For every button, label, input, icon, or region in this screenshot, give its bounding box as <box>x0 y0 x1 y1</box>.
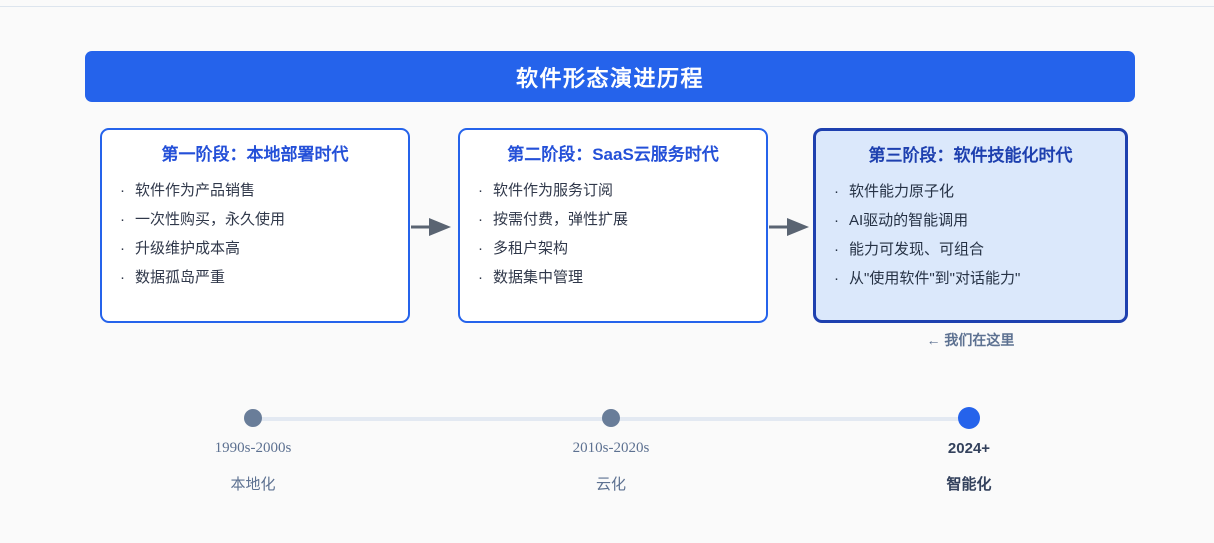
arrow-stage2-to-stage3-icon <box>769 215 813 239</box>
stage-card-1-list: · 软件作为产品销售 · 一次性购买，永久使用 · 升级维护成本高 · 数据孤岛严重 <box>118 176 392 292</box>
arrow-stage1-to-stage2-icon <box>411 215 455 239</box>
timeline-dot-icon <box>244 409 262 427</box>
list-item: · 多租户架构 <box>476 234 750 263</box>
bullet-icon: · <box>120 269 125 286</box>
list-item-text: 多租户架构 <box>493 240 569 257</box>
bullet-icon: · <box>478 269 483 286</box>
list-item: · 软件作为产品销售 <box>118 176 392 205</box>
list-item-text: 能力可发现、可组合 <box>849 241 985 258</box>
timeline-node-3-label: 智能化 <box>946 476 992 493</box>
list-item: · 数据孤岛严重 <box>118 263 392 292</box>
list-item-text: 升级维护成本高 <box>135 240 241 257</box>
bullet-icon: · <box>120 211 125 228</box>
bullet-icon: · <box>120 182 125 199</box>
timeline-node-2-label: 云化 <box>595 476 626 493</box>
page-title: 软件形态演进历程 <box>515 65 704 91</box>
stage-card-3-list: · 软件能力原子化 · AI驱动的智能调用 · 能力可发现、可组合 · 从"使用软件"到… <box>832 177 1109 293</box>
list-item-text: 数据孤岛严重 <box>135 269 226 286</box>
list-item: · 按需付费，弹性扩展 <box>476 205 750 234</box>
timeline-node-3-year: 2024+ <box>947 440 991 457</box>
timeline-node-2-year: 2010s-2020s <box>572 440 650 456</box>
timeline-track <box>253 417 969 421</box>
list-item: · 软件能力原子化 <box>832 177 1109 206</box>
list-item: · 软件作为服务订阅 <box>476 176 750 205</box>
bullet-icon: · <box>834 212 839 229</box>
list-item-text: 按需付费，弹性扩展 <box>493 211 629 228</box>
bullet-icon: · <box>478 182 483 199</box>
bullet-icon: · <box>834 241 839 258</box>
list-item: · 一次性购买，永久使用 <box>118 205 392 234</box>
list-item-text: 一次性购买，永久使用 <box>135 211 286 228</box>
current-stage-caption: ← 我们在这里 <box>926 332 1015 348</box>
bullet-icon: · <box>120 240 125 257</box>
list-item-text: AI驱动的智能调用 <box>849 212 969 229</box>
stage-card-3[interactable]: 第三阶段：软件技能化时代 · 软件能力原子化 · AI驱动的智能调用 · 能力可发现、… <box>813 128 1128 323</box>
stage-card-2-list: · 软件作为服务订阅 · 按需付费，弹性扩展 · 多租户架构 · 数据集中管理 <box>476 176 750 292</box>
stage-card-3-title: 第三阶段：软件技能化时代 <box>868 146 1073 165</box>
list-item-text: 从"使用软件"到"对话能力" <box>849 270 1021 287</box>
page-title-banner: 软件形态演进历程 <box>85 51 1135 102</box>
timeline-node-1-label: 本地化 <box>230 476 276 493</box>
page-top-divider <box>0 6 1214 7</box>
stage-card-2-title: 第二阶段：SaaS云服务时代 <box>507 145 719 164</box>
bullet-icon: · <box>478 240 483 257</box>
timeline-dot-icon <box>602 409 620 427</box>
list-item-text: 软件作为产品销售 <box>135 182 256 199</box>
list-item-text: 软件作为服务订阅 <box>493 182 614 199</box>
list-item: · 从"使用软件"到"对话能力" <box>832 264 1109 293</box>
stage-card-2[interactable]: 第二阶段：SaaS云服务时代 · 软件作为服务订阅 · 按需付费，弹性扩展 · 多租户… <box>458 128 768 323</box>
timeline-dot-active-icon <box>958 407 980 429</box>
list-item: · 能力可发现、可组合 <box>832 235 1109 264</box>
bullet-icon: · <box>834 270 839 287</box>
list-item-text: 数据集中管理 <box>493 269 584 286</box>
bullet-icon: · <box>478 211 483 228</box>
bullet-icon: · <box>834 183 839 200</box>
list-item: · AI驱动的智能调用 <box>832 206 1109 235</box>
stage-card-1-title: 第一阶段：本地部署时代 <box>161 145 349 164</box>
list-item: · 升级维护成本高 <box>118 234 392 263</box>
list-item: · 数据集中管理 <box>476 263 750 292</box>
list-item-text: 软件能力原子化 <box>849 183 955 200</box>
stage-card-1[interactable]: 第一阶段：本地部署时代 · 软件作为产品销售 · 一次性购买，永久使用 · 升级维护成… <box>100 128 410 323</box>
timeline-node-1-year: 1990s-2000s <box>214 440 292 456</box>
